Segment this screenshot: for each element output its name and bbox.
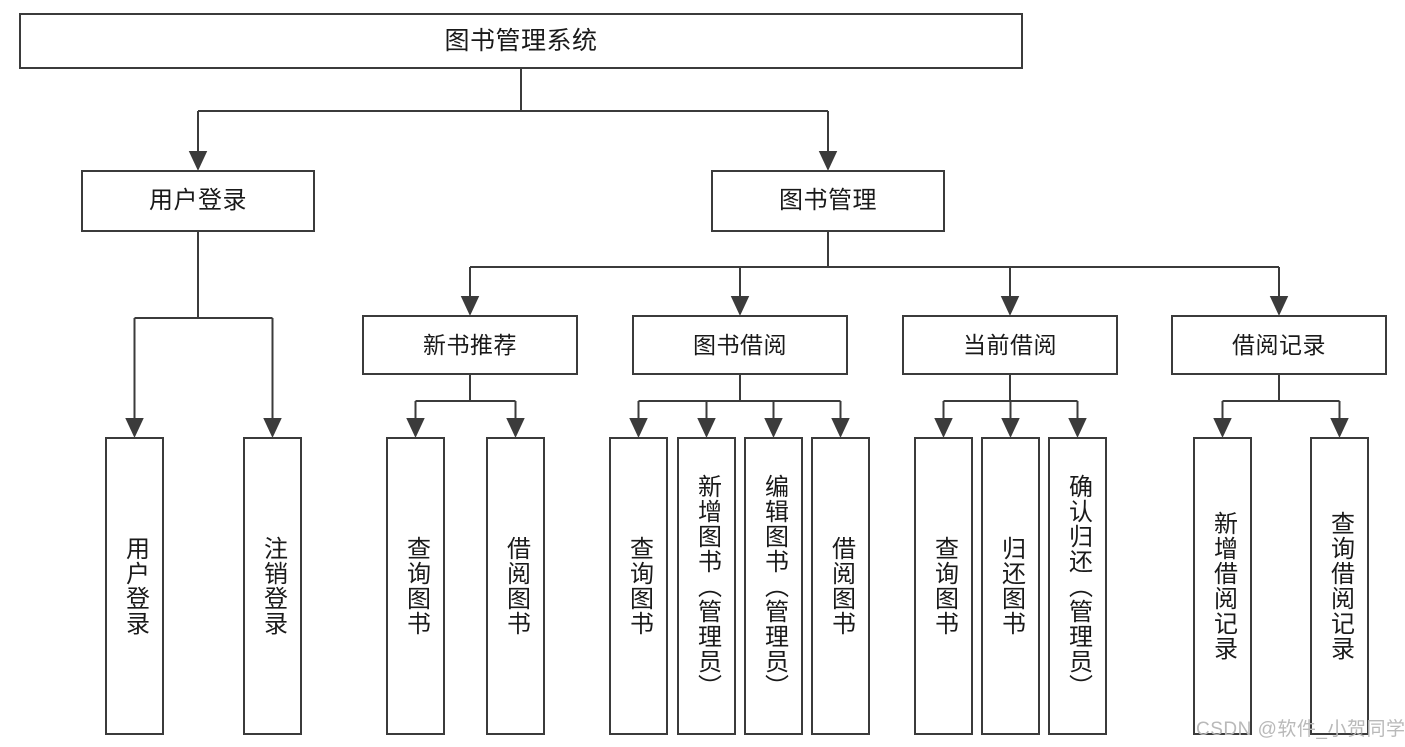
node-borrow-record[interactable]: 借阅记录 [1171, 315, 1387, 375]
node-label: 图书管理 [779, 187, 877, 215]
node-leaf-query-book-3[interactable]: 查询图书 [914, 437, 973, 735]
node-leaf-add-book[interactable]: 新增图书（管理员） [677, 437, 736, 735]
node-label: 借阅图书 [502, 536, 530, 636]
node-label: 编辑图书（管理员） [760, 473, 788, 699]
node-leaf-add-record[interactable]: 新增借阅记录 [1193, 437, 1252, 735]
node-label: 查询图书 [625, 536, 653, 636]
node-leaf-return-book[interactable]: 归还图书 [981, 437, 1040, 735]
node-label: 查询图书 [402, 536, 430, 636]
node-book-borrow[interactable]: 图书借阅 [632, 315, 848, 375]
node-label: 注销登录 [259, 536, 287, 636]
node-label: 图书借阅 [693, 331, 787, 358]
node-label: 当前借阅 [963, 331, 1057, 358]
node-leaf-confirm-ret[interactable]: 确认归还（管理员） [1048, 437, 1107, 735]
node-leaf-user-login[interactable]: 用户登录 [105, 437, 164, 735]
node-label: 查询借阅记录 [1326, 511, 1354, 661]
connector-lines [125, 69, 1349, 438]
node-leaf-query-record[interactable]: 查询借阅记录 [1310, 437, 1369, 735]
node-label: 新增借阅记录 [1209, 511, 1237, 661]
node-label: 用户登录 [149, 187, 247, 215]
node-label: 新书推荐 [423, 331, 517, 358]
node-user-login[interactable]: 用户登录 [81, 170, 315, 232]
node-leaf-query-book-1[interactable]: 查询图书 [386, 437, 445, 735]
node-label: 确认归还（管理员） [1064, 473, 1092, 699]
node-leaf-query-book-2[interactable]: 查询图书 [609, 437, 668, 735]
node-new-book-rec[interactable]: 新书推荐 [362, 315, 578, 375]
node-label: 借阅记录 [1232, 331, 1326, 358]
node-leaf-edit-book[interactable]: 编辑图书（管理员） [744, 437, 803, 735]
node-current-borrow[interactable]: 当前借阅 [902, 315, 1118, 375]
node-book-manage[interactable]: 图书管理 [711, 170, 945, 232]
node-label: 借阅图书 [827, 536, 855, 636]
node-leaf-borrow-book-1[interactable]: 借阅图书 [486, 437, 545, 735]
node-root[interactable]: 图书管理系统 [19, 13, 1023, 69]
node-label: 归还图书 [997, 536, 1025, 636]
node-leaf-borrow-book-2[interactable]: 借阅图书 [811, 437, 870, 735]
node-label: 新增图书（管理员） [693, 473, 721, 699]
node-label: 查询图书 [930, 536, 958, 636]
node-leaf-logout[interactable]: 注销登录 [243, 437, 302, 735]
node-label: 用户登录 [121, 536, 149, 636]
csdn-watermark: CSDN @软件_小贺同学 [1196, 719, 1405, 740]
node-label: 图书管理系统 [444, 26, 598, 55]
